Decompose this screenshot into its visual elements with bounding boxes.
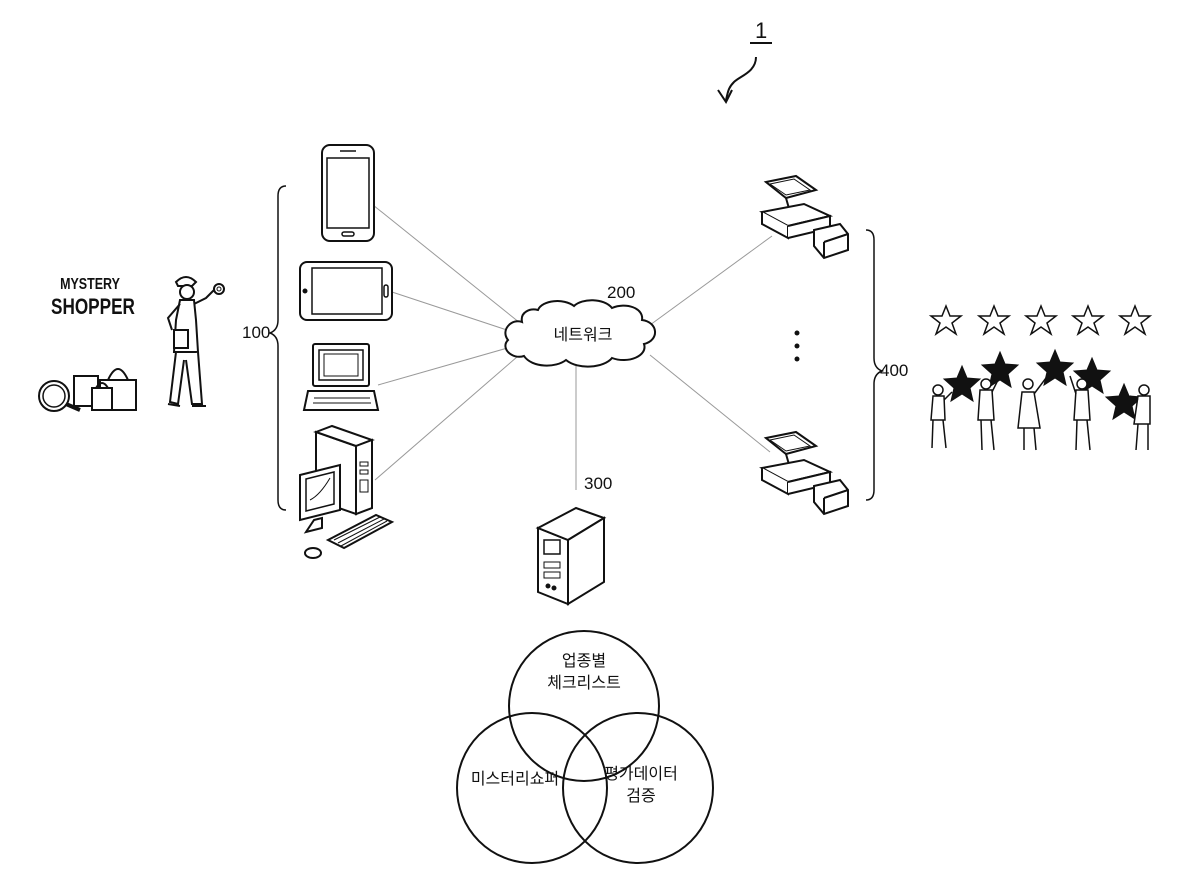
venn-top-line2: 체크리스트	[524, 672, 644, 694]
venn-right-line1: 평가데이터	[586, 763, 696, 785]
link-pos-top	[650, 236, 772, 325]
star-filled-icon	[944, 366, 980, 401]
pos-terminal-icon	[762, 432, 848, 514]
star-outline-icon	[931, 306, 961, 334]
star-filled-group	[944, 350, 1142, 419]
venn-top-line1: 업종별	[524, 650, 644, 672]
ellipsis-dots	[795, 331, 800, 362]
shopper-line2: SHOPPER	[51, 294, 129, 320]
venn-left-line1: 미스터리쇼퍼	[460, 768, 570, 790]
reviewer-figure	[1018, 378, 1046, 450]
devices-ref: 100	[242, 323, 270, 343]
network-ref: 200	[607, 283, 635, 303]
shopper-figure	[168, 277, 224, 406]
figure-arrow	[718, 43, 772, 102]
desktop-computer-icon	[300, 426, 392, 558]
devices-brace	[270, 186, 286, 510]
venn-right-label: 평가데이터 검증	[586, 763, 696, 807]
link-pos-bottom	[650, 355, 770, 452]
link-desktop	[375, 350, 525, 480]
star-outline-icon	[1073, 306, 1103, 334]
mystery-shopper-title: MYSTERY SHOPPER	[51, 276, 129, 320]
link-phone	[373, 205, 535, 335]
laptop-icon	[304, 344, 378, 410]
reviewer-figure	[978, 379, 998, 450]
venn-top-label: 업종별 체크리스트	[524, 650, 644, 694]
star-outline-icon	[1120, 306, 1150, 334]
server-icon	[538, 508, 604, 604]
pos-terminal-icon	[762, 176, 848, 258]
star-outline-icon	[979, 306, 1009, 334]
server-ref: 300	[584, 474, 612, 494]
shopper-line1: MYSTERY	[51, 276, 129, 294]
tablet-icon	[300, 262, 392, 320]
star-filled-icon	[1037, 350, 1073, 385]
star-rating-row	[931, 306, 1150, 334]
venn-left-label: 미스터리쇼퍼	[460, 768, 570, 790]
network-label: 네트워크	[548, 324, 618, 346]
link-laptop	[378, 345, 518, 385]
smartphone-icon	[322, 145, 374, 241]
pos-ref: 400	[880, 361, 908, 381]
figure-number: 1	[755, 18, 767, 44]
reviewer-figure	[931, 385, 952, 448]
link-tablet	[392, 292, 522, 335]
venn-right-line2: 검증	[586, 785, 696, 807]
star-outline-icon	[1026, 306, 1056, 334]
shopping-bags-icon	[74, 369, 136, 410]
